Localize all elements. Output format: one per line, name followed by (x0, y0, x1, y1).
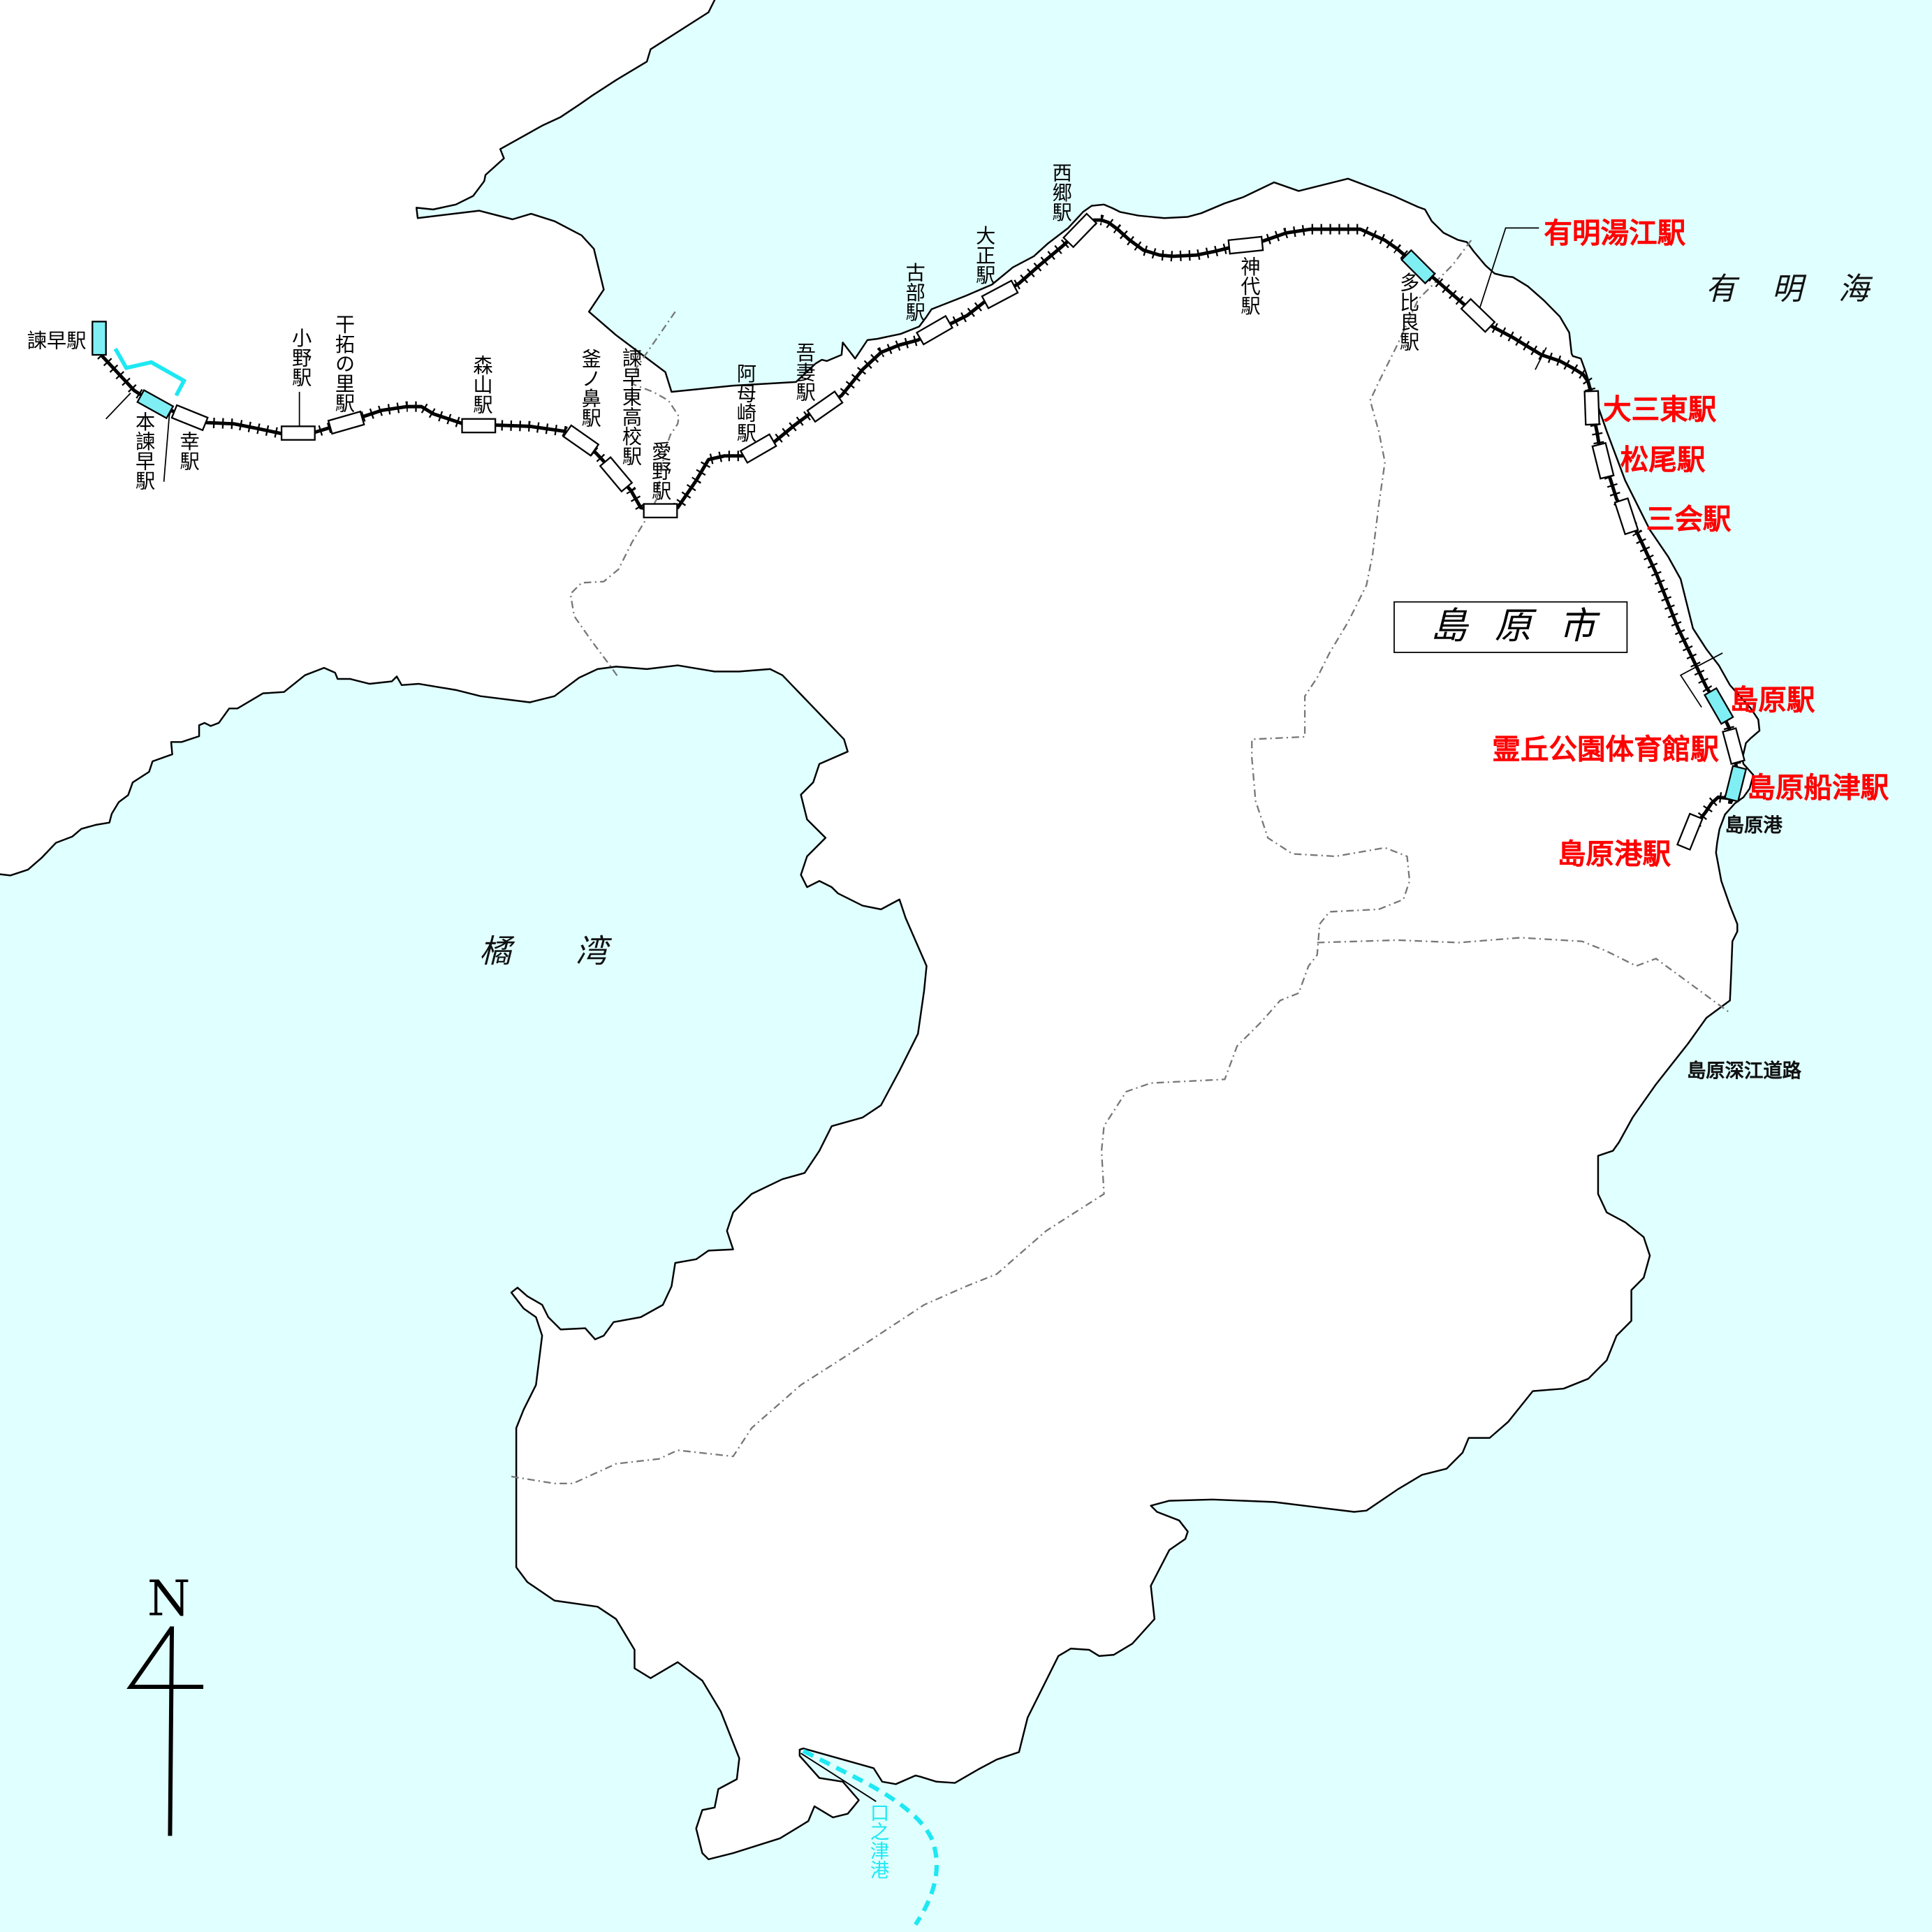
station-label-saiwai: 幸駅 (176, 431, 200, 471)
ferry-route (802, 1748, 939, 1926)
station-label-taisho: 大正駅 (972, 225, 996, 285)
station-label-ono: 小野駅 (288, 328, 312, 387)
station-box-saigo (1062, 212, 1098, 249)
leader-line-ariake-yue (1477, 227, 1539, 312)
station-box-ono (280, 425, 316, 441)
station-label-hon-isahaya: 本諫早駅 (131, 411, 156, 491)
shimabara-fukae-road-label: 島原深江道路 (1686, 1058, 1802, 1082)
city-label: 島原市 (1430, 605, 1623, 648)
station-label-matsuo: 松尾駅 (1620, 444, 1706, 476)
station-box-isahaya (92, 321, 107, 356)
station-box-moriyama (461, 418, 497, 434)
station-label-azaki: 阿母崎駅 (733, 363, 757, 443)
station-box-ariake-yue (1460, 298, 1496, 333)
station-label-shimabara-funatsu: 島原船津駅 (1747, 772, 1889, 805)
station-label-aino: 愛野駅 (647, 441, 672, 501)
station-box-reikyu-koen-taiikukan (1722, 727, 1746, 766)
jr-line (113, 347, 187, 397)
station-box-saiwai (170, 404, 209, 432)
station-box-aino (643, 503, 678, 519)
station-box-shimabara (1703, 687, 1734, 725)
city-boundary-tick (1535, 347, 1547, 370)
station-box-taira (1400, 249, 1436, 285)
city-label-box: 島原市 (1393, 601, 1628, 653)
station-box-shimabara-funatsu (1724, 765, 1748, 803)
shimabara-port-label: 島原港 (1725, 813, 1783, 837)
breakwater-line (800, 1752, 877, 1802)
boundary-line-east (1317, 937, 1731, 1013)
station-label-shimabara-ko: 島原港駅 (1557, 838, 1671, 871)
station-box-shimabara-ko (1676, 812, 1704, 851)
station-box-isahaya-higashi-koko (599, 456, 634, 493)
leader-line-hon-isahaya (105, 393, 131, 420)
station-box-kamanohana (562, 424, 600, 457)
station-label-shimabara: 島原駅 (1729, 684, 1815, 717)
kuchinotsu-harbor-water (800, 1750, 883, 1802)
station-label-mie: 三会駅 (1646, 503, 1732, 536)
station-label-kamanohana: 釜ノ鼻駅 (578, 349, 601, 428)
station-label-kojiro: 神代駅 (1237, 256, 1261, 316)
leader-line-shimabara (1679, 652, 1723, 708)
station-label-moriyama: 森山駅 (469, 355, 493, 414)
station-label-isahaya: 諫早駅 (27, 328, 87, 353)
station-box-hon-isahaya (136, 389, 175, 420)
station-box-kantaku-no-sato (327, 410, 365, 435)
station-box-taisho (981, 279, 1019, 309)
leader-line-saiwai (163, 407, 171, 482)
station-label-azuma: 吾妻駅 (792, 342, 816, 402)
ariake-sea-label: 有明海 (1705, 271, 1905, 307)
station-box-omisaki (1583, 390, 1600, 426)
station-label-kantaku-no-sato: 干拓の里駅 (331, 314, 356, 413)
station-label-ariake-yue: 有明湯江駅 (1544, 217, 1686, 250)
station-label-kobe: 古部駅 (902, 262, 925, 322)
north-label: N (147, 1570, 191, 1627)
kuchinotsu-port-label: 口之津港 (867, 1802, 890, 1880)
station-label-reikyu-koen-taiikukan: 霊丘公園体育館駅 (1492, 733, 1719, 766)
station-box-kobe (915, 314, 954, 346)
north-arrow-icon: N (126, 1570, 204, 1836)
station-box-mie (1613, 497, 1639, 536)
station-box-azuma (806, 390, 844, 423)
station-label-isahaya-higashi-koko: 諫早東高校駅 (618, 347, 643, 466)
tachibana-bay-label: 橘湾 (479, 934, 672, 972)
station-box-kojiro (1227, 235, 1264, 255)
station-box-azaki (739, 433, 777, 464)
station-label-omisaki: 大三東駅 (1603, 393, 1717, 426)
station-label-taira: 多比良駅 (1396, 272, 1420, 351)
north-arrow-shaft (126, 1626, 204, 1836)
boundary-line-west (569, 311, 680, 678)
station-box-matsuo (1591, 441, 1615, 480)
station-label-saigo: 西郷駅 (1048, 162, 1072, 222)
boundary-line-central (508, 240, 1472, 1485)
